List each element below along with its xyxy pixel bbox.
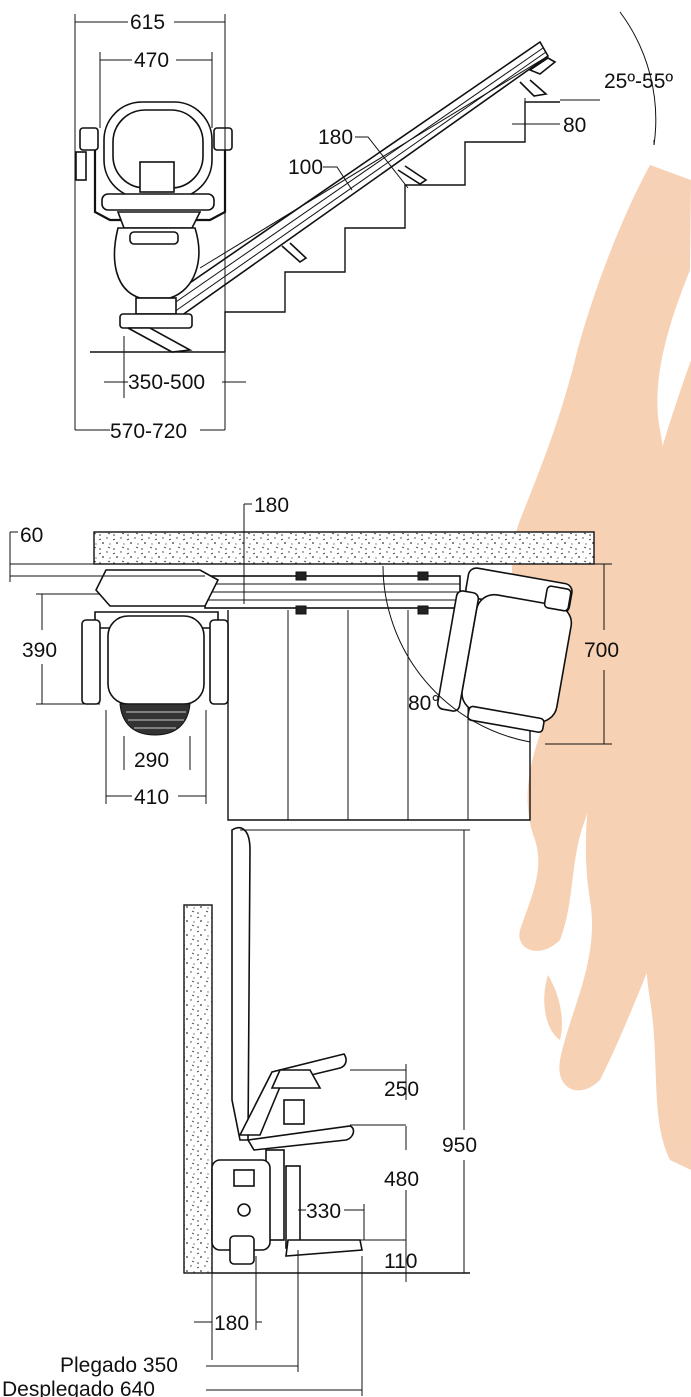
- footrest-length-label: 330: [306, 1200, 341, 1223]
- angle-arc: [619, 11, 657, 146]
- folded-label: Plegado 350: [60, 1354, 178, 1377]
- rail-offset-label: 100: [288, 156, 323, 179]
- width-overall-label: 615: [130, 11, 165, 34]
- footprint-range-label: 570-720: [110, 420, 187, 443]
- base-range-label: 350-500: [128, 371, 205, 394]
- side-view: 250 480 950 110 330 180 Plegado 350 Desp…: [2, 826, 477, 1397]
- watermark-flame: [511, 165, 691, 1170]
- stair-steps: [224, 101, 560, 352]
- seat-width-outer-label: 410: [134, 786, 169, 809]
- park-depth-label: 700: [584, 639, 619, 662]
- armrest-height-label: 250: [384, 1078, 419, 1101]
- angle-label: 25º-55º: [604, 70, 673, 93]
- wall-gap-label: 180: [214, 1312, 249, 1335]
- plan-chair-left: [81, 569, 229, 736]
- step-offset-label: 80: [563, 114, 586, 137]
- footrest-height-label: 110: [384, 1250, 417, 1273]
- unfolded-label: Desplegado 640: [2, 1378, 155, 1397]
- chair-front-view: [75, 101, 233, 353]
- stair-elevation-view: 25º-55º 80 180 100 615 470 350-500 570-7…: [74, 11, 673, 443]
- rail-depth-label: 180: [254, 494, 289, 517]
- chair-side-view: [211, 826, 363, 1265]
- rail-gap-label: 60: [20, 524, 43, 547]
- stair-rail: [163, 40, 557, 320]
- plan-chair-right: [436, 567, 573, 733]
- wall-slab: [93, 531, 595, 565]
- width-seat-label: 470: [134, 49, 169, 72]
- swivel-angle-label: 80°: [408, 692, 440, 715]
- total-height-label: 950: [442, 1134, 477, 1157]
- side-wall: [183, 904, 213, 1274]
- seat-depth-label: 390: [22, 639, 57, 662]
- seat-width-inner-label: 290: [134, 749, 169, 772]
- seat-height-label: 480: [384, 1168, 419, 1191]
- rail-height-label: 180: [318, 126, 353, 149]
- plan-view: 80° 60 180 390 290 410 700: [9, 494, 619, 821]
